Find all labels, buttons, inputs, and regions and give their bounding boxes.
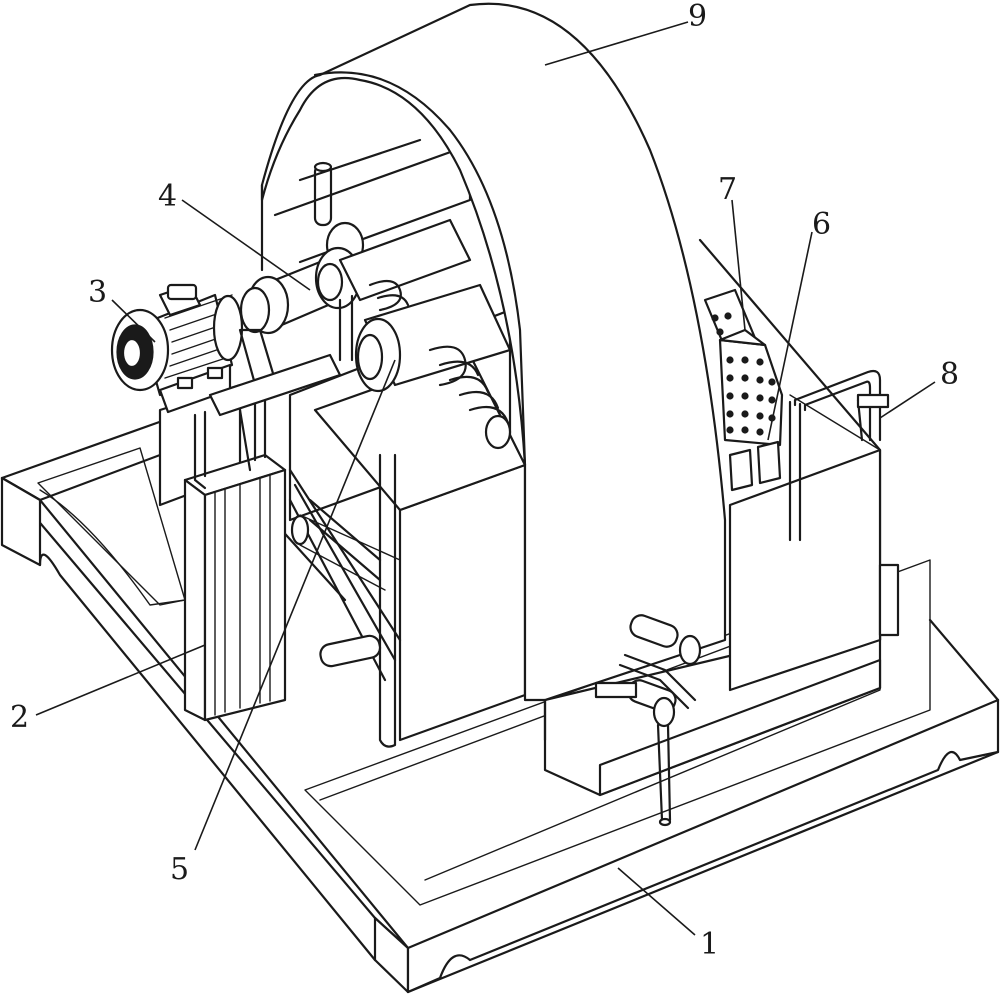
- drive-shaft: [239, 218, 472, 335]
- motor: [110, 283, 244, 414]
- label-arched-cover: 9: [688, 0, 708, 34]
- cleaning-roller: [354, 279, 512, 450]
- label-nozzle-plate: 7: [718, 172, 738, 207]
- label-drive-shaft: 4: [158, 179, 178, 214]
- leader-lines: [35, 21, 936, 936]
- water-tank: [543, 238, 900, 797]
- label-water-pipe: 8: [940, 357, 960, 392]
- belt-arm: [208, 294, 354, 472]
- label-column: 2: [10, 700, 30, 735]
- label-base: 1: [700, 927, 720, 962]
- label-cleaning-roller: 5: [170, 852, 190, 887]
- label-spray-rack: 6: [812, 207, 832, 242]
- spray-rack: [703, 288, 784, 492]
- label-motor: 3: [88, 275, 108, 310]
- water-pipe: [788, 369, 890, 542]
- drain-valve: [594, 614, 702, 827]
